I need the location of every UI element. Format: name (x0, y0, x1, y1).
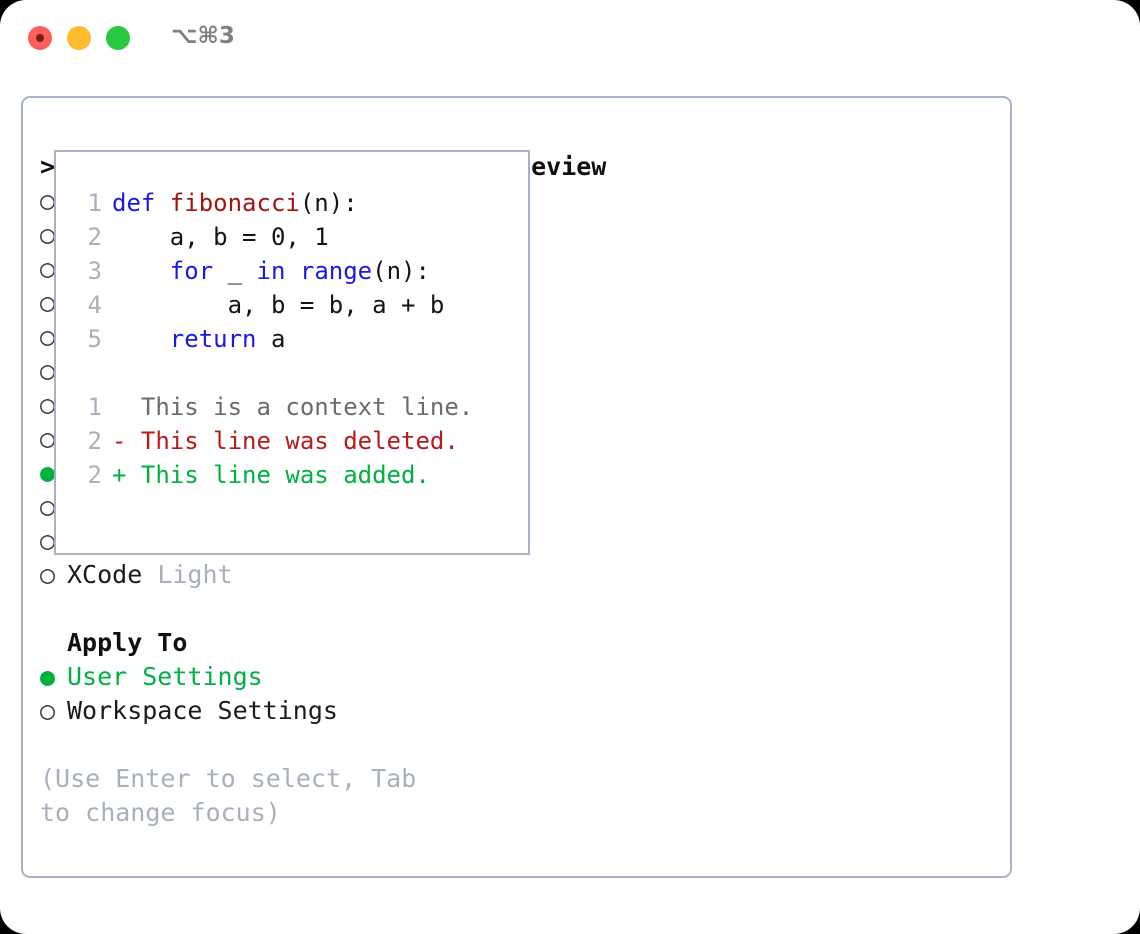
keyboard-shortcut-label: ⌥⌘3 (171, 23, 235, 49)
code-token (285, 257, 299, 285)
apply-to-item[interactable]: ○ Workspace Settings (40, 694, 470, 728)
apply-to-list: ● User Settings ○ Workspace Settings (40, 660, 470, 728)
minimize-window-button[interactable] (67, 26, 91, 50)
radio-unselected-icon: ○ (40, 526, 56, 555)
code-line-number: 5 (87, 325, 102, 353)
radio-unselected-icon: ○ (40, 186, 56, 215)
keyboard-hint-text: (Use Enter to select, Tab to change focu… (40, 764, 417, 827)
theme-list-item[interactable]: ○ XCode Light (40, 558, 470, 592)
diff-marker (112, 393, 126, 421)
code-token: (n): (299, 189, 358, 217)
radio-unselected-icon: ○ (40, 390, 56, 419)
code-line: 1 def fibonacci(n): (74, 186, 473, 220)
close-window-button[interactable] (28, 26, 52, 50)
radio-unselected-icon: ○ (40, 288, 56, 317)
code-line-number: 3 (87, 257, 102, 285)
code-token (112, 257, 170, 285)
code-line: 3 for _ in range(n): (74, 254, 473, 288)
code-gutter-gap (102, 288, 112, 322)
radio-unselected-icon: ○ (40, 322, 56, 351)
hint-spacer (40, 728, 470, 762)
code-token: return (169, 325, 257, 353)
diff-marker: + (112, 461, 127, 489)
code-line: 4 a, b = b, a + b (74, 288, 473, 322)
diff-text: This line was added. (126, 461, 430, 489)
code-token: def (112, 189, 170, 217)
code-gutter-gap (102, 186, 112, 220)
radio-unselected-icon: ○ (40, 356, 56, 385)
apply-to-header: Apply To (40, 626, 470, 660)
code-gutter-gap (102, 322, 112, 356)
diff-line: 2 - This line was deleted. (74, 424, 473, 458)
diff-gutter-gap (102, 390, 112, 424)
code-token: (n): (372, 257, 430, 285)
apply-to-header-label: Apply To (67, 628, 188, 657)
prompt-caret-icon: > (40, 152, 56, 181)
diff-line: 2 + This line was added. (74, 458, 473, 492)
diff-marker: - (112, 427, 127, 455)
diff-line: 1 This is a context line. (74, 390, 474, 424)
theme-name-label: XCode (67, 560, 143, 589)
radio-selected-icon: ● (40, 662, 56, 691)
code-token (112, 325, 170, 353)
apply-to-header-indent (40, 626, 67, 660)
theme-variant-label: Light (142, 560, 233, 589)
code-token: a (256, 325, 286, 353)
radio-selected-icon: ● (40, 458, 56, 487)
diff-gutter-gap (102, 458, 112, 492)
code-token: _ (213, 257, 257, 285)
code-diff-separator (74, 356, 473, 390)
title-bar: ⌥⌘3 (0, 0, 1140, 78)
radio-unselected-icon: ○ (40, 560, 56, 589)
radio-unselected-icon: ○ (40, 254, 56, 283)
code-line-number: 2 (87, 223, 102, 251)
preview-title: Preview (501, 152, 607, 181)
radio-unselected-icon: ○ (40, 424, 56, 453)
diff-sample: 1 This is a context line.2 - This line w… (74, 390, 474, 492)
apply-to-item-label: Workspace Settings (67, 696, 338, 725)
code-gutter-gap (102, 220, 112, 254)
code-line: 5 return a (74, 322, 473, 356)
diff-text: This line was deleted. (126, 427, 459, 455)
code-line-number: 4 (87, 291, 102, 319)
apply-to-item[interactable]: ● User Settings (40, 660, 470, 694)
diff-text: This is a context line. (126, 393, 474, 421)
code-token: range (299, 257, 373, 285)
diff-gutter-gap (102, 424, 112, 458)
code-token: in (256, 257, 286, 285)
code-line: 2 a, b = 0, 1 (74, 220, 473, 254)
maximize-window-button[interactable] (106, 26, 130, 50)
preview-column: Preview (501, 150, 1001, 184)
apply-to-item-label: User Settings (67, 662, 263, 691)
code-line-number: 1 (87, 189, 102, 217)
theme-picker-panel: > Select Theme ○ANSI Dark○Atom One Dark○… (21, 96, 1012, 878)
code-token: a, b = 0, 1 (112, 223, 329, 251)
code-token: a, b = b, a + b (112, 291, 445, 319)
code-gutter-gap (102, 254, 112, 288)
code-token: for (169, 257, 214, 285)
radio-unselected-icon: ○ (40, 220, 56, 249)
list-spacer (40, 592, 470, 626)
code-token: fibonacci (169, 189, 300, 217)
diff-line-number: 1 (87, 393, 102, 421)
diff-line-number: 2 (87, 461, 102, 489)
diff-line-number: 2 (87, 427, 102, 455)
radio-unselected-icon: ○ (40, 492, 56, 521)
radio-unselected-icon: ○ (40, 696, 56, 725)
